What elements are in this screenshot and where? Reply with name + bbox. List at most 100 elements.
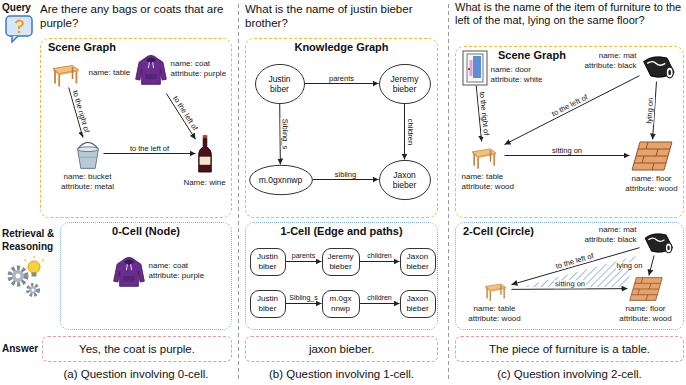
connector — [649, 256, 654, 276]
connector — [286, 261, 322, 262]
node-text: Jaxon bieber — [404, 252, 432, 271]
query-icon — [6, 16, 32, 42]
entity-outline — [249, 165, 312, 194]
edge-label: to the right of — [478, 90, 490, 136]
node-text: Jaxon bieber — [404, 294, 432, 313]
path-node: Jaxon bieber — [400, 248, 436, 276]
node-text: name: bucket — [61, 172, 114, 182]
node-text: attribute: metal — [61, 182, 114, 192]
row-label: Query — [2, 2, 42, 15]
row-label: Retrieval & Reasoning — [2, 228, 60, 253]
node-text: jaxon bieber. — [249, 342, 434, 356]
row-label: Answer — [2, 343, 42, 356]
path-node: Justin biber — [250, 248, 286, 276]
edge-label: to the left of — [129, 145, 170, 153]
query-text: What is the name of the item of furnitur… — [455, 1, 684, 27]
entity-node: Jeremy bieber — [379, 64, 431, 104]
cell-panel: 0-Cell (Node)name: coatattribute: purple — [60, 222, 232, 330]
node-text: name: table — [462, 172, 514, 182]
node-text: attribute: wood — [468, 314, 520, 324]
node-text: name: table — [89, 68, 131, 78]
node-text: Jeremy bieber — [326, 252, 356, 271]
connector — [104, 153, 196, 154]
edge-label: sibling — [334, 171, 357, 179]
node-text: name: mat — [584, 225, 636, 235]
object-icon — [72, 138, 104, 170]
object-icon — [462, 142, 505, 170]
object-node: name: floorattribute: wood — [630, 140, 674, 172]
panel-separator — [238, 4, 239, 380]
object-node: name: doorattribute: white — [462, 50, 488, 86]
object-icon — [462, 50, 488, 86]
object-icon — [134, 44, 168, 94]
edge-label: parents — [291, 251, 316, 258]
object-node: name: coatattribute: purple — [112, 246, 146, 296]
node-text: attribute: purple — [171, 69, 227, 79]
path-node: m.0gx nnwp — [322, 290, 360, 318]
node-text: name: door — [491, 65, 543, 75]
object-icon — [112, 246, 146, 296]
node-text: Name: wine — [183, 178, 225, 188]
edge-label: children — [366, 293, 393, 300]
answer-box: The piece of furniture is a table. — [455, 336, 684, 362]
path-node: Jaxon bieber — [400, 290, 436, 318]
edge-label: children — [366, 251, 393, 258]
node-text: Knowledge Graph — [246, 41, 437, 53]
node-text: attribute: purple — [149, 271, 205, 281]
object-node: name: tableattribute: wood — [478, 278, 512, 302]
cell-panel: 1-Cell (Edge and paths) Justin biber Jerem… — [245, 222, 438, 330]
object-node: Name: wine — [196, 132, 214, 176]
connector — [512, 288, 628, 290]
path-node: Justin biber — [250, 290, 286, 318]
edge-label: lying on — [645, 96, 654, 124]
object-icon — [44, 58, 86, 88]
connector — [505, 155, 630, 156]
node-text: The piece of furniture is a table. — [459, 342, 680, 356]
edge-label: parents — [328, 75, 355, 83]
node-text: attribute: wood — [625, 184, 677, 194]
node-text: 1-Cell (Edge and paths) — [246, 225, 437, 237]
node-text: name: mat — [584, 51, 636, 61]
caption: (b) Question involving 1-cell. — [245, 367, 438, 381]
entity-outline — [255, 64, 304, 103]
answer-box: Yes, the coat is purple. — [42, 336, 232, 362]
entity-outline — [379, 160, 430, 199]
node-text: attribute: white — [491, 75, 543, 85]
edge-label: to the left of — [171, 94, 199, 133]
path-node: Jeremy bieber — [322, 248, 360, 276]
connector — [404, 104, 405, 160]
object-icon — [628, 276, 664, 302]
panel-separator — [448, 4, 449, 380]
entity-node: m.0gxnnwp — [249, 165, 313, 195]
object-node: name: tableattribute: wood — [462, 142, 505, 170]
query-text: What is the name of justin bieber brothe… — [245, 2, 438, 31]
node-text: attribute: black — [584, 235, 636, 245]
object-icon — [478, 278, 512, 302]
answer-box: jaxon bieber. — [245, 336, 438, 362]
edge-label: Sibling_s — [281, 118, 289, 151]
entity-node: Justin biber — [255, 64, 305, 104]
node-text: name: coat — [149, 261, 205, 271]
edge-label: children — [406, 117, 414, 145]
edge-label: sitting on — [551, 147, 583, 155]
caption: (c) Question involving 2-cell. — [455, 367, 684, 381]
connector — [313, 179, 379, 180]
scene-graph-panel: Scene Graphname: tablename: coatattribut… — [40, 38, 232, 218]
connector — [305, 83, 379, 84]
object-node: name: matattribute: black — [640, 52, 676, 82]
node-text: attribute: wood — [462, 182, 514, 192]
edge-label: Sibling_s — [288, 293, 318, 300]
object-node: name: floorattribute: wood — [628, 276, 664, 302]
edge-label: sitting on — [553, 280, 585, 288]
node-text: Jeremy bieber — [387, 74, 423, 94]
node-text: name: floor — [625, 174, 677, 184]
object-icon — [196, 132, 214, 176]
connector — [505, 76, 640, 145]
connector — [286, 303, 322, 304]
edge-label: to the left of — [553, 252, 595, 271]
edge-label: to the left of — [550, 93, 590, 118]
object-node: name: table — [44, 58, 86, 88]
object-icon — [640, 52, 676, 82]
